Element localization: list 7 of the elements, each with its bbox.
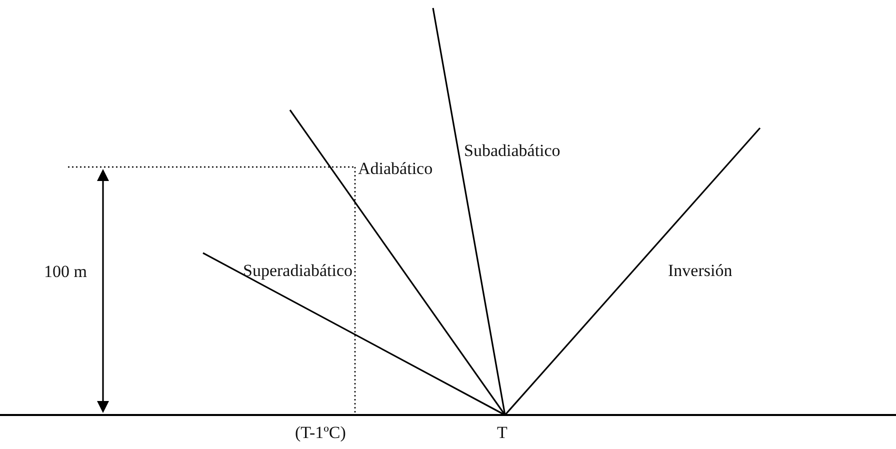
curve-label: Adiabático <box>358 160 433 177</box>
curve-label: Inversión <box>668 262 732 279</box>
curve-label: Subadiabático <box>464 142 560 159</box>
curve-label: Superadiabático <box>243 262 353 279</box>
axis-label: (T-1ºC) <box>295 424 346 441</box>
dimension-label: 100 m <box>44 263 87 280</box>
axis-label: T <box>497 424 508 441</box>
